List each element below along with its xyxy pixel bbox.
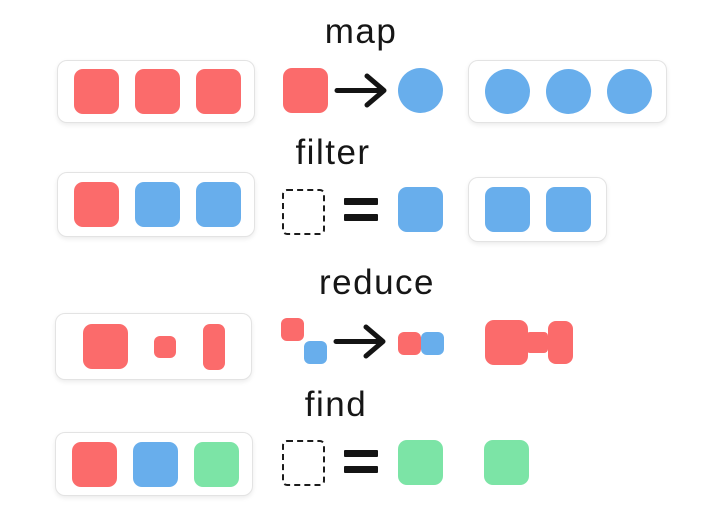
red-square [196, 69, 241, 114]
green-square [398, 440, 443, 485]
map-input-array [57, 60, 255, 123]
blue-square [546, 187, 591, 232]
filter-output-array [468, 177, 607, 242]
red-square [74, 69, 119, 114]
dashed-empty-slot [282, 189, 325, 235]
reduce-accumulator-pair [281, 318, 328, 365]
red-square [135, 69, 180, 114]
merged-red-shape [485, 320, 573, 365]
red-mini-square [281, 318, 304, 341]
blue-square [196, 182, 241, 227]
arrow-icon [334, 73, 387, 108]
green-square-result [484, 440, 529, 485]
blue-circle [485, 69, 530, 114]
red-square-small [154, 335, 176, 358]
equals-icon [344, 198, 378, 221]
equals-icon [344, 450, 378, 473]
blue-circle [546, 69, 591, 114]
reduce-input-array [55, 313, 252, 380]
arrow-icon [333, 324, 386, 359]
map-output-array [468, 60, 667, 123]
merged-tall-rect [548, 321, 573, 364]
red-square [72, 441, 117, 487]
find-input-array [55, 432, 253, 496]
row-title-filter: filter [295, 133, 371, 172]
row-title-map: map [324, 12, 398, 51]
reduce-joined-pair [398, 332, 444, 355]
green-square [194, 441, 239, 487]
red-square-large [82, 324, 128, 369]
red-square [74, 182, 119, 227]
merged-big-square [485, 320, 528, 365]
merged-connector [526, 332, 548, 353]
red-rect-tall [202, 323, 225, 370]
red-square [283, 68, 328, 113]
blue-circle [398, 68, 443, 113]
row-title-find: find [304, 385, 368, 424]
blue-mini-square [421, 332, 444, 355]
filter-input-array [57, 172, 255, 237]
blue-square [398, 187, 443, 232]
red-mini-square [398, 332, 421, 355]
blue-square [485, 187, 530, 232]
row-title-reduce: reduce [318, 263, 436, 302]
blue-square [135, 182, 180, 227]
blue-circle [607, 69, 652, 114]
dashed-empty-slot [282, 440, 325, 486]
blue-square [133, 441, 178, 487]
blue-mini-square [304, 341, 327, 364]
